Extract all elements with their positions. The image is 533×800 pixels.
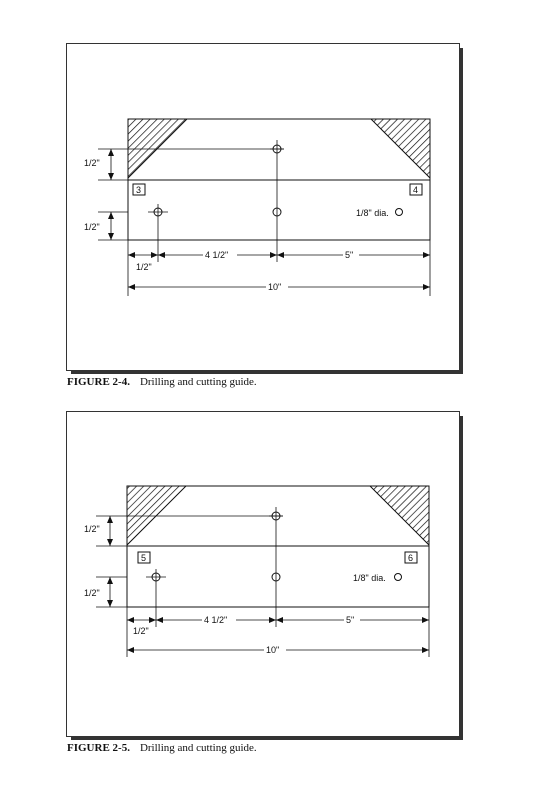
figure-2-5-caption: FIGURE 2-5. Drilling and cutting guide. xyxy=(67,742,487,754)
figure-2-4-caption: FIGURE 2-4. Drilling and cutting guide. xyxy=(67,376,487,388)
figure-2-4-frame xyxy=(66,43,463,374)
figure-2-5-frame xyxy=(66,411,463,740)
figure-caption-text: Drilling and cutting guide. xyxy=(139,376,257,388)
figure-caption-text: Drilling and cutting guide. xyxy=(139,742,257,754)
figure-number: FIGURE 2-5. xyxy=(67,742,130,754)
figure-number: FIGURE 2-4. xyxy=(67,376,130,388)
